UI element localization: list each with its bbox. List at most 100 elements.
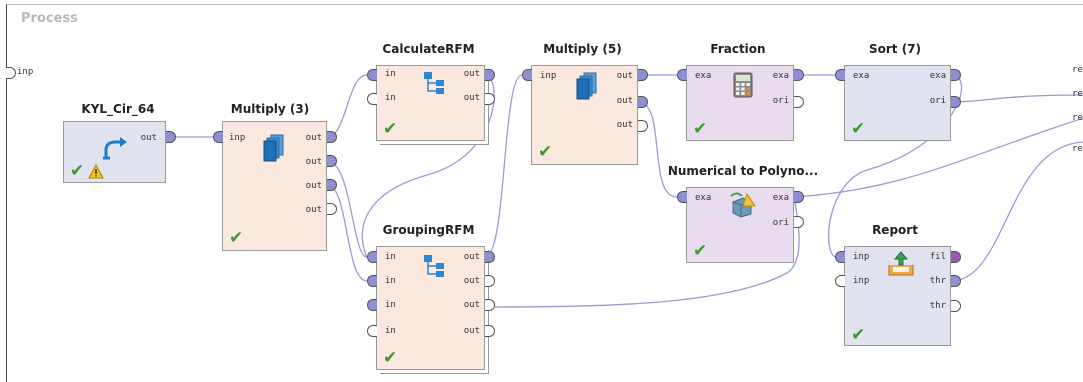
connection-wires bbox=[171, 74, 1083, 308]
port-label: exa bbox=[695, 71, 712, 81]
port-label: fil bbox=[929, 252, 946, 262]
wire-mult5-numpoly bbox=[637, 101, 678, 198]
wire-grouping-numpoly bbox=[484, 196, 800, 308]
operator-title: Report bbox=[872, 223, 918, 237]
output-port[interactable] bbox=[485, 325, 495, 337]
output-port[interactable] bbox=[327, 155, 337, 167]
output-port[interactable] bbox=[638, 96, 648, 108]
output-port[interactable] bbox=[951, 300, 961, 312]
operator-grouping-rfm[interactable]: in in in in out out out out ✔ bbox=[376, 246, 485, 370]
operator-multiply-5[interactable]: inp out out out ✔ bbox=[531, 65, 638, 165]
port-label: out bbox=[463, 252, 480, 262]
input-port[interactable] bbox=[835, 251, 845, 263]
port-label: inp bbox=[853, 252, 870, 262]
port-label: inp bbox=[540, 71, 557, 81]
panel-title: Process bbox=[21, 11, 78, 26]
input-port[interactable] bbox=[367, 251, 377, 263]
wire-numpoly-output bbox=[793, 117, 1083, 198]
port-label: exa bbox=[772, 193, 789, 203]
operator-title: KYL_Cir_64 bbox=[81, 102, 155, 116]
multiply-icon bbox=[263, 134, 284, 162]
port-label: out bbox=[305, 157, 322, 167]
wire-report-output bbox=[950, 141, 1083, 282]
output-port[interactable] bbox=[327, 131, 337, 143]
output-port[interactable] bbox=[951, 251, 961, 263]
process-output-label: res bbox=[1072, 113, 1083, 123]
input-port[interactable] bbox=[522, 69, 532, 81]
port-label: exa bbox=[929, 71, 946, 81]
operator-title: GroupingRFM bbox=[382, 223, 475, 237]
port-label: out bbox=[463, 276, 480, 286]
output-port[interactable] bbox=[951, 96, 961, 108]
output-port[interactable] bbox=[638, 69, 648, 81]
wire-calcrfm-grouping bbox=[361, 74, 495, 258]
check-icon: ✔ bbox=[693, 241, 708, 261]
port-label: exa bbox=[853, 71, 870, 81]
input-port[interactable] bbox=[677, 191, 687, 203]
wire-mult3-calcrfm bbox=[326, 74, 368, 138]
output-port[interactable] bbox=[327, 203, 337, 215]
operator-fraction[interactable]: exa exa ori ✔ bbox=[686, 65, 794, 141]
export-icon bbox=[888, 251, 914, 276]
port-label: out bbox=[305, 205, 322, 215]
port-label: exa bbox=[772, 71, 789, 81]
wire-grouping-mult5 bbox=[484, 74, 523, 258]
check-icon: ✔ bbox=[538, 142, 553, 162]
port-label: ori bbox=[772, 96, 789, 106]
warning-icon bbox=[88, 164, 104, 179]
output-port[interactable] bbox=[166, 131, 176, 143]
operator-title: Multiply (3) bbox=[230, 102, 310, 116]
calculator-icon bbox=[733, 72, 753, 98]
port-label: ori bbox=[772, 218, 789, 228]
input-port[interactable] bbox=[367, 93, 377, 105]
operator-sort-7[interactable]: exa exa ori ✔ bbox=[844, 65, 951, 141]
operator-title: Numerical to Polyno... bbox=[667, 164, 819, 178]
port-label: thr bbox=[929, 276, 946, 286]
input-port[interactable] bbox=[367, 69, 377, 81]
port-label: out bbox=[616, 120, 633, 130]
output-port[interactable] bbox=[485, 93, 495, 105]
operator-multiply-3[interactable]: inp out out out out ✔ bbox=[222, 121, 327, 251]
subprocess-icon bbox=[424, 72, 444, 94]
operator-title: CalculateRFM bbox=[382, 42, 475, 56]
output-port[interactable] bbox=[951, 275, 961, 287]
operator-numerical-to-polynominal[interactable]: exa exa ori ✔ bbox=[686, 187, 794, 263]
port-label: in bbox=[385, 276, 396, 286]
operator-title: Sort (7) bbox=[868, 42, 922, 56]
operator-calculate-rfm[interactable]: in in out out ✔ bbox=[376, 65, 485, 141]
output-port[interactable] bbox=[485, 299, 495, 311]
input-port[interactable] bbox=[367, 275, 377, 287]
input-port[interactable] bbox=[835, 275, 845, 287]
port-label: out bbox=[463, 93, 480, 103]
input-port[interactable] bbox=[367, 325, 377, 337]
output-port[interactable] bbox=[485, 69, 495, 81]
operator-report[interactable]: inp inp fil thr thr ✔ bbox=[844, 246, 951, 346]
process-canvas[interactable]: Process inp res res res res KYL_Cir_64 o… bbox=[6, 4, 1083, 382]
port-label: inp bbox=[853, 276, 870, 286]
output-port[interactable] bbox=[794, 216, 804, 228]
port-label: ori bbox=[929, 96, 946, 106]
port-label: in bbox=[385, 326, 396, 336]
wire-mult3-grouping-2 bbox=[326, 184, 368, 282]
process-output-label: res bbox=[1072, 144, 1083, 154]
input-port[interactable] bbox=[677, 69, 687, 81]
output-port[interactable] bbox=[794, 191, 804, 203]
process-input-label: inp bbox=[17, 67, 34, 77]
output-port[interactable] bbox=[485, 251, 495, 263]
port-label: in bbox=[385, 252, 396, 262]
operator-kyl-cir-64[interactable]: out ✔ bbox=[63, 121, 166, 183]
port-label: in bbox=[385, 93, 396, 103]
output-port[interactable] bbox=[951, 69, 961, 81]
output-port[interactable] bbox=[485, 275, 495, 287]
subprocess-icon bbox=[424, 255, 444, 277]
port-label: out bbox=[463, 69, 480, 79]
output-port[interactable] bbox=[794, 96, 804, 108]
output-port[interactable] bbox=[327, 179, 337, 191]
input-port[interactable] bbox=[367, 299, 377, 311]
process-input-port[interactable] bbox=[6, 67, 16, 79]
input-port[interactable] bbox=[835, 69, 845, 81]
port-label: out bbox=[305, 181, 322, 191]
output-port[interactable] bbox=[794, 69, 804, 81]
output-port[interactable] bbox=[638, 120, 648, 132]
input-port[interactable] bbox=[213, 131, 223, 143]
